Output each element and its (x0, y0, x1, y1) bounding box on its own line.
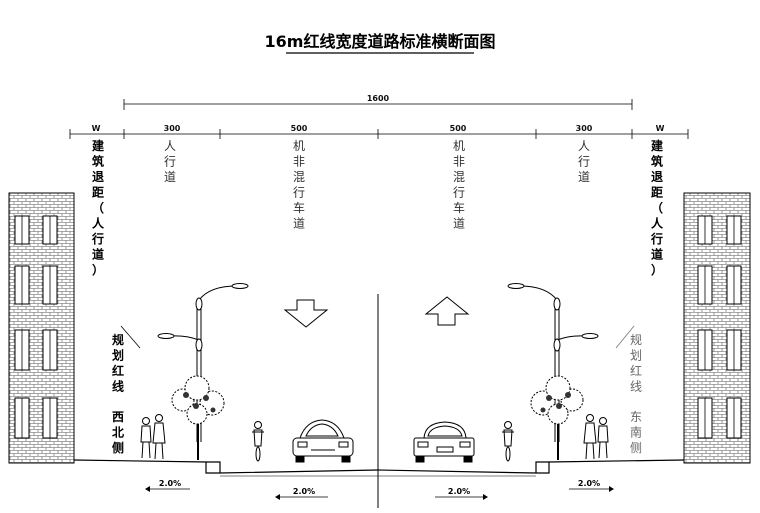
slope-left-road-label: 2.0% (293, 487, 315, 496)
left-side-label: 西北侧 (112, 410, 124, 455)
right-sidewalk-label: 人行道 (578, 139, 590, 184)
total-dimension (123, 99, 633, 110)
left-redline-label: 规划红线 (112, 332, 124, 394)
slope-right-road-label: 2.0% (448, 487, 470, 496)
slope-right-sidewalk: 2.0% (569, 479, 614, 492)
left-lane-label: 机非混行车道 (293, 139, 305, 231)
segment-dimension-line (69, 129, 689, 139)
ground-profile (73, 459, 685, 477)
slope-left-sidewalk-label: 2.0% (159, 479, 181, 488)
right-tree (530, 375, 584, 460)
left-setback-label: 建筑退距（人行道） (91, 138, 105, 277)
right-redline-leader (615, 325, 635, 349)
right-setback-label: 建筑退距（人行道） (650, 138, 664, 277)
slope-left-sidewalk: 2.0% (145, 479, 190, 492)
right-lane-width: 500 (450, 124, 467, 133)
right-lane-label: 机非混行车道 (453, 139, 465, 231)
right-car (413, 421, 475, 463)
total-dimension-label: 1600 (367, 94, 390, 103)
right-side-label: 东南侧 (630, 410, 642, 455)
left-cyclist (252, 421, 264, 462)
left-car (292, 419, 354, 463)
left-w-label: W (92, 124, 101, 133)
left-building (8, 192, 75, 464)
left-sidewalk-label: 人行道 (164, 139, 176, 184)
left-sidewalk-width: 300 (164, 124, 181, 133)
down-direction-arrow (283, 299, 329, 328)
slope-left-road: 2.0% (275, 487, 328, 500)
right-pedestrians (583, 414, 609, 460)
left-lane-width: 500 (291, 124, 308, 133)
left-redline-leader (120, 325, 141, 349)
right-redline-label: 规划红线 (630, 332, 642, 394)
slope-right-sidewalk-label: 2.0% (578, 479, 600, 488)
drawing-title: 16m红线宽度道路标准横断面图 (265, 32, 496, 51)
up-direction-arrow (424, 296, 470, 326)
right-w-label: W (656, 124, 665, 133)
right-building (683, 192, 751, 464)
right-cyclist (502, 421, 514, 462)
slope-right-road: 2.0% (435, 487, 488, 500)
right-sidewalk-width: 300 (576, 124, 593, 133)
left-pedestrians (140, 414, 166, 460)
left-tree (171, 375, 225, 460)
